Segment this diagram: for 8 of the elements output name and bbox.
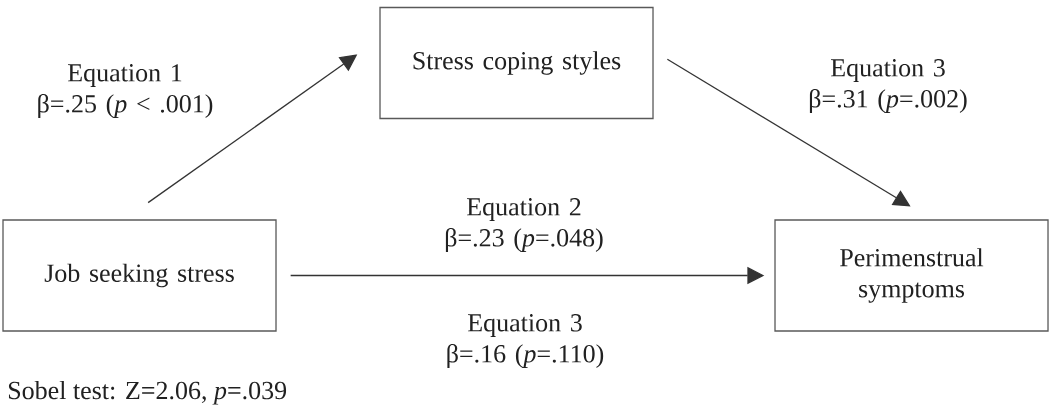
edge-label: Equation 3 β=.31 (p=.002)	[809, 59, 967, 113]
note-text: Sobel test: Z=2.06, p=.039	[8, 380, 287, 405]
process-box: Perimenstrual symptoms	[774, 219, 1049, 332]
process-box: Job seeking stress	[2, 219, 277, 332]
edge-label: Equation 2 β=.23 (p=.048)	[445, 198, 603, 252]
coefficient-label: Equation 3 β=.16 (p=.110)	[447, 314, 604, 368]
edge-label: Equation 1 β=.25 (p < .001)	[38, 64, 213, 118]
process-box: Stress coping styles	[379, 6, 654, 120]
